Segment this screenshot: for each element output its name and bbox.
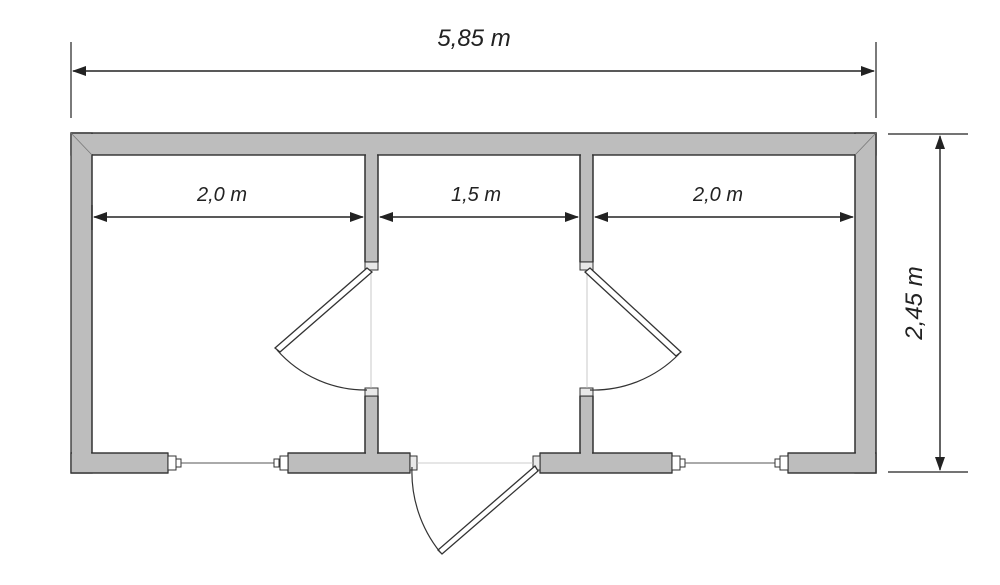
- window-left: [167, 455, 289, 471]
- walls: [70, 132, 877, 474]
- overall-length-dimension: 5,85 m: [70, 25, 877, 118]
- door-entrance-swing-arc: [411, 466, 441, 553]
- partition-left-lower: [364, 395, 379, 454]
- window-right-jamb-left: [671, 455, 681, 471]
- overall-width-dimension: 2,45 m: [888, 133, 968, 473]
- partition-left-upper: [364, 154, 379, 263]
- right-room-dimension: 2,0 m: [594, 184, 854, 222]
- overall-length-label: 5,85 m: [437, 25, 510, 52]
- window-left-jamb-right: [279, 455, 289, 471]
- window-right-jamb-right: [779, 455, 789, 471]
- door-left-room: [273, 261, 379, 397]
- middle-room-dimension: 1,5 m: [379, 184, 579, 222]
- bottom-wall-right-middle: [539, 452, 673, 474]
- door-left-swing-arc: [276, 349, 368, 391]
- overall-width-label: 2,45 m: [901, 266, 928, 340]
- partition-right-upper: [579, 154, 594, 263]
- door-entrance: [409, 455, 541, 555]
- door-left-leaf: [273, 267, 374, 353]
- left-room-dim-label: 2,0 m: [196, 184, 247, 206]
- door-entrance-leaf: [437, 465, 539, 555]
- partition-right-lower: [579, 395, 594, 454]
- door-right-room: [579, 261, 682, 397]
- left-room-dimension: 2,0 m: [91, 184, 364, 230]
- bottom-wall-left-middle: [287, 452, 411, 474]
- door-right-leaf: [584, 267, 682, 357]
- middle-room-dim-label: 1,5 m: [451, 184, 501, 206]
- door-right-swing-arc: [589, 353, 680, 391]
- window-left-jamb-left: [167, 455, 177, 471]
- right-room-dim-label: 2,0 m: [692, 184, 743, 206]
- window-right: [671, 455, 789, 471]
